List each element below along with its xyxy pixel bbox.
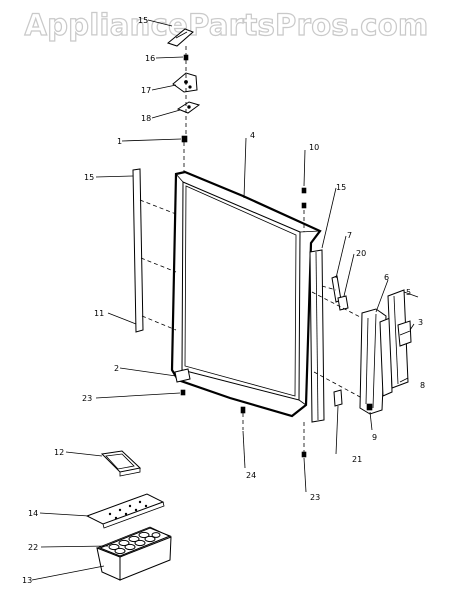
callout-12: 12 — [54, 448, 64, 457]
bottom-hinge-part — [174, 368, 191, 396]
ice-cube-tray — [98, 527, 172, 557]
top-screw-part — [181, 135, 188, 172]
callout-2: 2 — [114, 364, 119, 373]
callout-6: 6 — [384, 273, 389, 282]
watermark-text: AppliancePartsPros.com — [24, 7, 429, 42]
callout-10: 10 — [309, 143, 319, 152]
callout-8: 8 — [420, 381, 425, 390]
callout-16: 16 — [145, 54, 155, 63]
callout-4: 4 — [250, 131, 255, 140]
callout-leaders — [31, 19, 419, 581]
hinge-shim-part — [176, 101, 201, 114]
callout-23-left: 23 — [82, 394, 92, 403]
bottom-screws — [240, 406, 307, 458]
callout-3: 3 — [418, 318, 423, 327]
right-handle-trim — [309, 249, 325, 423]
callout-15-right: 15 — [336, 183, 346, 192]
handle-assembly — [359, 289, 409, 415]
callout-14: 14 — [28, 509, 38, 518]
callout-9: 9 — [372, 433, 377, 442]
callout-17: 17 — [141, 86, 151, 95]
callout-11: 11 — [94, 309, 104, 318]
ice-storage-bin — [96, 526, 172, 581]
top-hinge-part — [172, 72, 198, 93]
callout-23-bottom: 23 — [310, 493, 320, 502]
callout-5: 5 — [406, 288, 411, 297]
callout-22: 22 — [28, 543, 38, 552]
callout-1: 1 — [117, 137, 122, 146]
door-gasket-frame — [170, 170, 322, 418]
callout-24: 24 — [246, 471, 256, 480]
callout-15-top: 15 — [138, 16, 148, 25]
callout-15-left: 15 — [84, 173, 94, 182]
callout-7: 7 — [347, 231, 352, 240]
callout-20: 20 — [356, 249, 366, 258]
hinge-cap-part — [166, 28, 194, 47]
small-ice-tray — [100, 450, 142, 477]
callout-21: 21 — [352, 455, 362, 464]
ice-bin-lid — [85, 493, 165, 529]
callout-13: 13 — [22, 576, 32, 585]
left-trim-strip — [132, 168, 144, 333]
callout-labels: 15 16 17 18 1 4 15 10 15 7 20 6 5 3 8 11… — [22, 16, 425, 585]
door-stop-bracket — [337, 295, 349, 311]
callout-18: 18 — [141, 114, 151, 123]
handle-clip-part — [397, 320, 412, 347]
bottom-clip-part — [333, 389, 343, 407]
right-screws — [301, 187, 307, 232]
